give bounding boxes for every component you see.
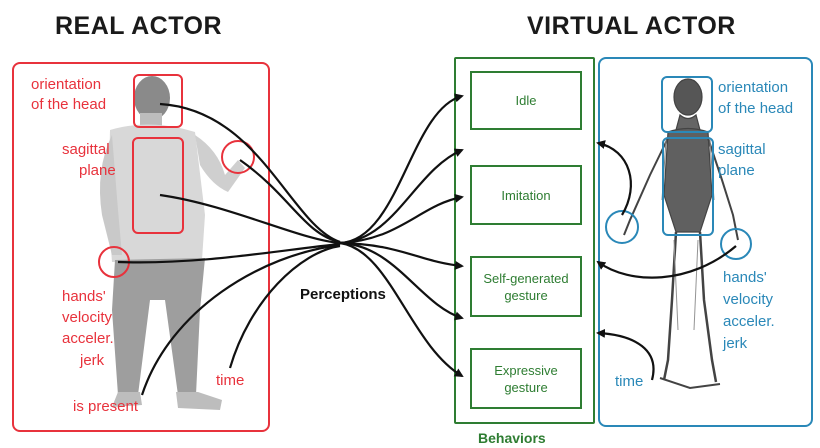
behavior-idle-label: Idle <box>515 93 537 108</box>
behavior-imitation-label: Imitation <box>501 187 551 203</box>
behavior-self-generated-label-1: Self-generated <box>483 270 569 286</box>
real-sagittal-label-1: sagittal <box>62 141 110 158</box>
arrow-to-imitation-2 <box>339 193 464 245</box>
arrow-to-idle <box>339 93 464 245</box>
real-actor-panel <box>12 62 270 432</box>
behavior-imitation: Imitation <box>470 165 582 225</box>
behaviors-title: Behaviors <box>478 430 546 446</box>
real-orientation-label-1: orientation <box>31 76 102 93</box>
curve-is-present <box>140 243 341 396</box>
real-hands-label-2: velocity <box>62 309 113 326</box>
curve-sagittal <box>159 193 341 245</box>
virtual-hands-label-4: jerk <box>723 335 748 352</box>
virtual-actor-annotations <box>605 76 752 260</box>
curve-hand-right <box>239 159 341 244</box>
virtual-sagittal-label-1: sagittal <box>718 141 766 158</box>
real-sagittal-box <box>132 137 184 234</box>
real-time-label: time <box>216 372 245 389</box>
virtual-actor-heading: VIRTUAL ACTOR <box>527 12 736 40</box>
curve-head <box>159 102 341 244</box>
virtual-sagittal-label-2: plane <box>718 162 755 179</box>
virtual-hand-left-circle <box>605 210 639 244</box>
arrow-to-imitation <box>339 148 464 245</box>
real-orientation-label-2: of the head <box>31 96 107 113</box>
real-hands-label-4: jerk <box>80 352 105 369</box>
behavior-self-generated: Self-generated gesture <box>470 256 582 317</box>
virtual-head-box <box>661 76 713 133</box>
behavior-expressive-label-2: gesture <box>504 379 548 395</box>
behavior-expressive-label-1: Expressive <box>494 362 558 378</box>
arrow-to-self-generated-2 <box>339 241 464 321</box>
arrow-virtual-time <box>596 328 655 381</box>
real-actor-heading: REAL ACTOR <box>55 12 223 40</box>
virtual-hands-label-3: acceler. <box>723 313 775 330</box>
behavior-idle: Idle <box>470 71 582 130</box>
virtual-hands-label-2: velocity <box>723 291 774 308</box>
arrow-virtual-hand-to-behaviors <box>596 140 632 216</box>
real-hand-right-circle <box>221 140 255 174</box>
behaviors-panel <box>454 57 595 424</box>
virtual-hands-label-1: hands' <box>723 269 767 286</box>
real-sagittal-label-2: plane <box>79 162 116 179</box>
perceptions-label: Perceptions <box>300 286 386 303</box>
behavior-expressive: Expressive gesture <box>470 348 582 409</box>
curve-hand-left <box>117 242 341 264</box>
real-hands-label-3: acceler. <box>62 330 114 347</box>
virtual-time-label: time <box>615 373 644 390</box>
real-is-present-label: is present <box>73 398 139 415</box>
virtual-orientation-label-1: orientation <box>718 79 789 96</box>
virtual-actor-figure <box>623 78 739 390</box>
virtual-sagittal-box <box>662 137 714 236</box>
arrow-virtual-hand-right <box>596 245 737 279</box>
arrow-to-self-generated <box>339 241 464 270</box>
virtual-orientation-label-2: of the head <box>718 100 794 117</box>
real-head-box <box>133 74 183 128</box>
arrow-to-expressive <box>339 241 464 378</box>
perception-arrows <box>117 93 737 396</box>
virtual-hand-right-circle <box>720 228 752 260</box>
real-hands-label-1: hands' <box>62 288 106 305</box>
virtual-actor-panel <box>598 57 813 427</box>
curve-time <box>228 244 341 369</box>
behavior-self-generated-label-2: gesture <box>504 287 548 303</box>
